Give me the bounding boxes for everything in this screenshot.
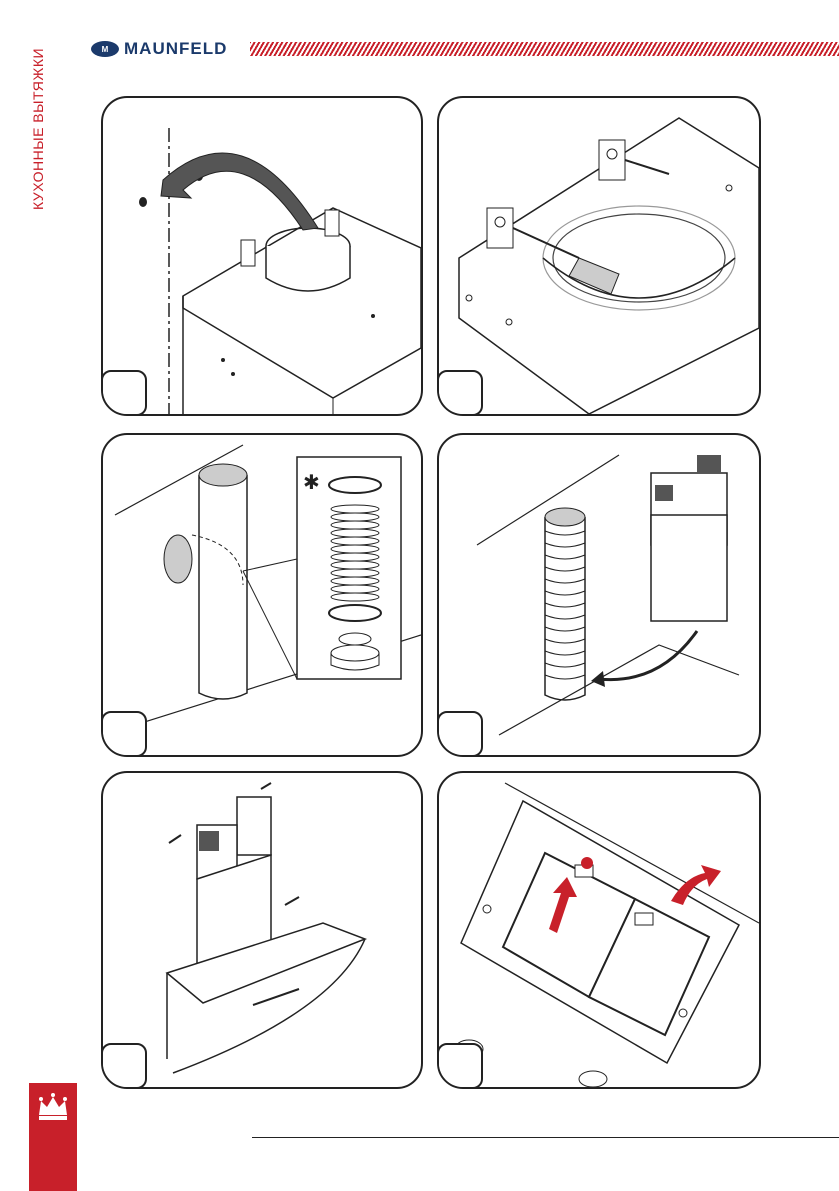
brand-logo: M MAUNFELD [90,38,227,60]
optional-marker-asterisk: ✱ [303,470,320,494]
footer-rule [252,1137,839,1138]
side-title-text: КУХОННЫЕ ВЫТЯЖКИ [30,48,46,210]
flexible-duct-illustration: ✱ [103,435,421,755]
step-number-box-5 [101,1043,147,1089]
flange-screw-mount-illustration [439,98,759,414]
step-number-box-2 [437,370,483,416]
step-panel-1 [101,96,423,416]
step-panel-6 [437,771,761,1089]
chimney-screw-fix-illustration [103,773,421,1087]
header-hatch-band [250,42,839,56]
step-panel-2 [437,96,761,416]
step-number-box-4 [437,711,483,757]
step-panel-5 [101,771,423,1089]
step-number-box-3 [101,711,147,757]
step-panel-3: ✱ [101,433,423,757]
step-number-box-6 [437,1043,483,1089]
brand-name: MAUNFELD [124,39,227,59]
chimney-cover-install-illustration [439,435,759,755]
step-number-box-1 [101,370,147,416]
step-panel-4 [437,433,761,757]
side-title: КУХОННЫЕ ВЫТЯЖКИ [24,40,48,210]
footer-red-bar [29,1083,77,1191]
brand-mark-icon: M [90,40,120,58]
crown-icon [29,1083,77,1131]
grease-filter-install-illustration [439,773,759,1087]
duct-flange-rotate-illustration [103,98,421,414]
svg-text:M: M [102,45,109,54]
